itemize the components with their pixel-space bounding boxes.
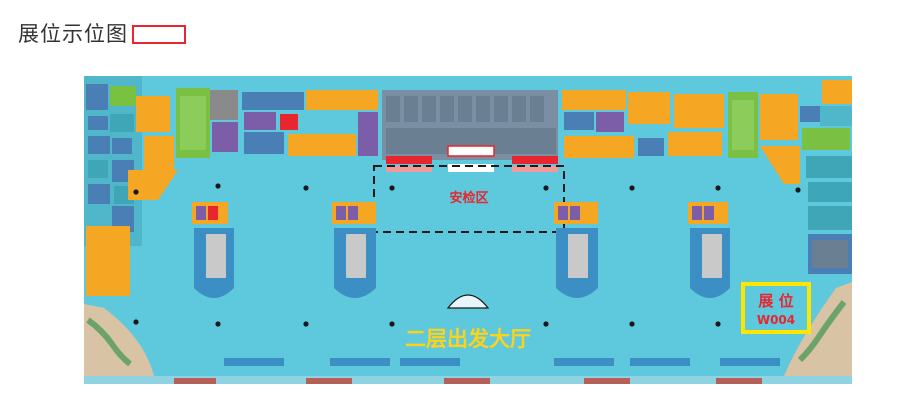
booth-legend-swatch — [132, 25, 186, 44]
central-gates — [382, 90, 558, 172]
booth-title: 展 位 — [758, 292, 793, 310]
floor-map: 安检区 — [84, 76, 852, 393]
top-right-shops — [562, 90, 724, 158]
security-zone-outline — [373, 165, 565, 233]
right-garden-greenery — [797, 300, 847, 363]
departure-hall-label: 二层出发大厅 — [405, 327, 531, 351]
top-left-shops — [242, 90, 378, 156]
right-wing — [760, 80, 852, 274]
page-title: 展位示位图 — [18, 22, 128, 46]
floor-map-svg: 安检区 — [84, 76, 852, 393]
booth-code: W004 — [757, 313, 795, 327]
checkin-island-2 — [332, 202, 376, 298]
checkin-island-4 — [688, 202, 730, 298]
map-bottom-margin — [84, 384, 852, 393]
checkin-island-3 — [554, 202, 598, 298]
booth-frame — [741, 282, 811, 334]
left-garden — [84, 304, 154, 376]
column-markers — [133, 183, 801, 327]
left-wing — [84, 76, 178, 296]
curbside-markers — [174, 378, 762, 384]
checkin-island-1 — [192, 202, 234, 298]
left-green-core — [176, 88, 238, 158]
booth-marker: 展 位 W004 — [741, 282, 811, 334]
left-garden-greenery — [86, 317, 132, 367]
central-arch — [446, 294, 490, 309]
security-zone-label: 安检区 — [449, 190, 488, 206]
entrance-doors — [224, 358, 780, 366]
right-green-core — [728, 92, 758, 158]
header: 展位示位图 — [18, 24, 186, 45]
right-garden — [784, 282, 852, 376]
